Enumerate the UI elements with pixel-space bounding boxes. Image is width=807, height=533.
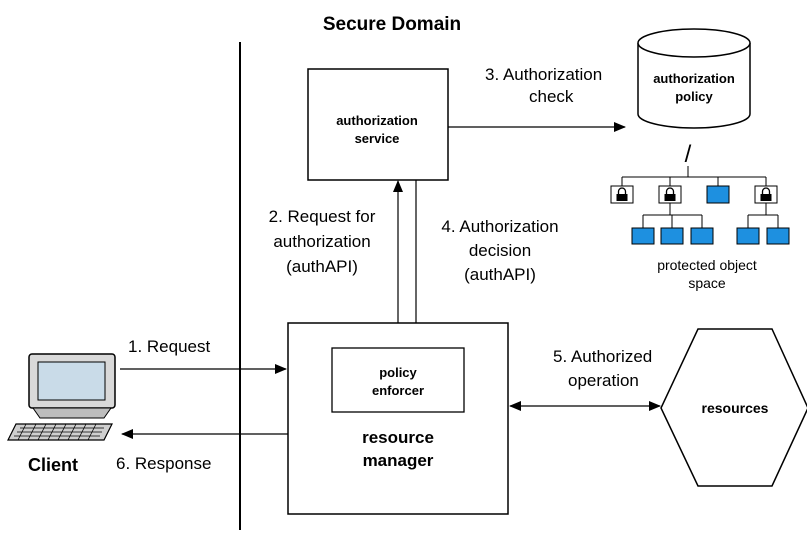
policy-enforcer-label-1: policy [379,365,417,380]
client-computer-icon [7,353,116,441]
authorized-operation-label-2: operation [568,371,639,390]
resources-label: resources [702,400,769,416]
client-label: Client [28,455,78,475]
authorization-check-label-2: check [529,87,574,106]
protected-object [690,227,714,245]
locked-object-3 [754,185,778,204]
resources-node: resources [660,328,807,487]
authorization-decision-label-2: decision [469,241,531,260]
authorization-decision-label-3: (authAPI) [464,265,536,284]
resource-manager-label-1: resource [362,428,434,447]
request-label: 1. Request [128,337,210,356]
request-for-authorization-label-1: 2. Request for [269,207,376,226]
protected-object-space: / [610,141,790,291]
authorized-operation-label-1: 5. Authorized [553,347,652,366]
authorization-service-label-2: service [355,131,400,146]
response-label: 6. Response [116,454,211,473]
authorization-service-node: authorization service [307,68,449,181]
policy-enforcer-label-2: enforcer [372,383,424,398]
object-space-caption-2: space [688,275,726,291]
protected-object [631,227,655,245]
protected-object [766,227,790,245]
authorization-policy-label-2: policy [675,89,713,104]
locked-object-2 [658,185,682,204]
protected-object [660,227,684,245]
resource-manager-label-2: manager [363,451,434,470]
protected-object [706,185,730,204]
secure-domain-title: Secure Domain [323,14,461,35]
authorization-decision-label-1: 4. Authorization [441,217,558,236]
authorization-check-label-1: 3. Authorization [485,65,602,84]
protected-object [736,227,760,245]
object-space-caption-1: protected object [657,257,757,273]
object-space-root-label: / [685,141,692,168]
locked-object-1 [610,185,634,204]
authorization-policy-database: authorization policy [637,28,751,129]
authorization-service-label-1: authorization [336,113,418,128]
authorization-policy-label-1: authorization [653,71,735,86]
request-for-authorization-label-3: (authAPI) [286,257,358,276]
policy-enforcer-node: policy enforcer [331,347,465,413]
request-for-authorization-label-2: authorization [273,232,370,251]
